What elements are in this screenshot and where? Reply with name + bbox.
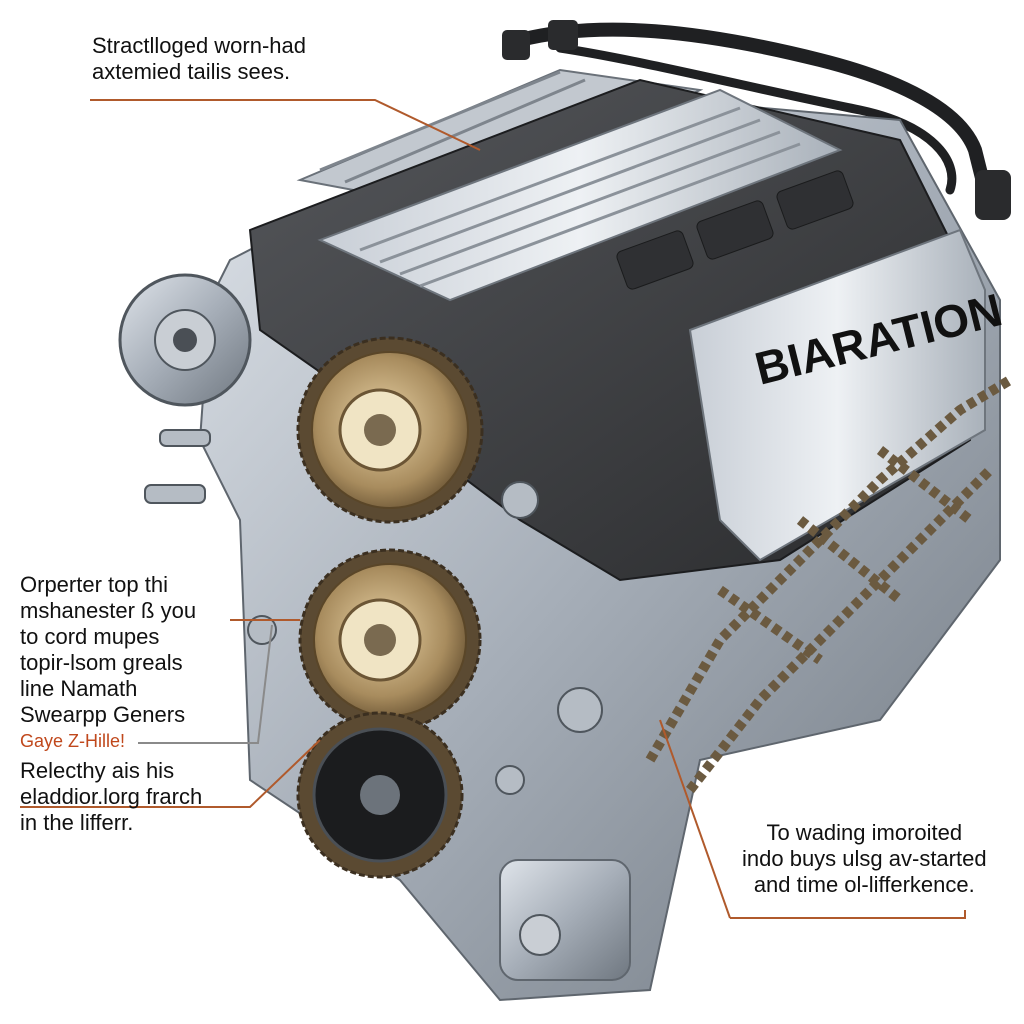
callout-left-line: to cord mupes [20, 624, 160, 649]
callout-right-line: indo buys ulsg av-started [742, 846, 987, 871]
callout-left-line: topir-lsom greals [20, 650, 183, 675]
callout-left-lower-line: in the lifferr. [20, 810, 134, 835]
timing-chain [645, 375, 1013, 794]
leader-line-right [730, 910, 966, 919]
callout-top-line: Stractlloged worn-had [92, 33, 307, 58]
leader-line-top [90, 99, 481, 151]
callout-right-line: To wading imoroited [766, 820, 963, 845]
callout-top-line: axtemied tailis sees. [92, 59, 291, 84]
callout-left-lower: Relecthy ais his eladdior.lorg frarch in… [20, 758, 202, 836]
cam-gear-lower [298, 548, 482, 732]
crank-pulley [296, 711, 464, 879]
leader-line-left-lower [20, 739, 321, 808]
leader-lines [20, 99, 966, 919]
callout-left-lower-line: Relecthy ais his [20, 758, 175, 783]
callout-left-highlight: Gaye Z-Hille! [20, 731, 126, 751]
callout-right-line: and time ol-lifferkence. [753, 872, 975, 897]
callout-left-line: line Namath [20, 676, 138, 701]
callout-left-line: mshanester ß you [20, 598, 197, 623]
leader-line-left-mid [138, 624, 273, 744]
hose-assembly [502, 20, 1011, 220]
callout-left: Orperter top thi mshanester ß you to cor… [20, 572, 196, 754]
callout-right: To wading imoroited indo buys ulsg av-st… [742, 820, 987, 898]
callout-left-line: Orperter top thi [20, 572, 168, 597]
oil-pump-housing [499, 859, 631, 981]
leader-line-right-diag [659, 719, 731, 919]
callout-left-lower-line: eladdior.lorg frarch [20, 784, 203, 809]
callout-left-line: Swearpp Geners [20, 702, 186, 727]
coolant-fittings [144, 429, 603, 795]
cam-gear-upper [296, 336, 484, 524]
front-pulley [118, 273, 252, 407]
callout-top: Stractlloged worn-had axtemied tailis se… [92, 33, 306, 85]
